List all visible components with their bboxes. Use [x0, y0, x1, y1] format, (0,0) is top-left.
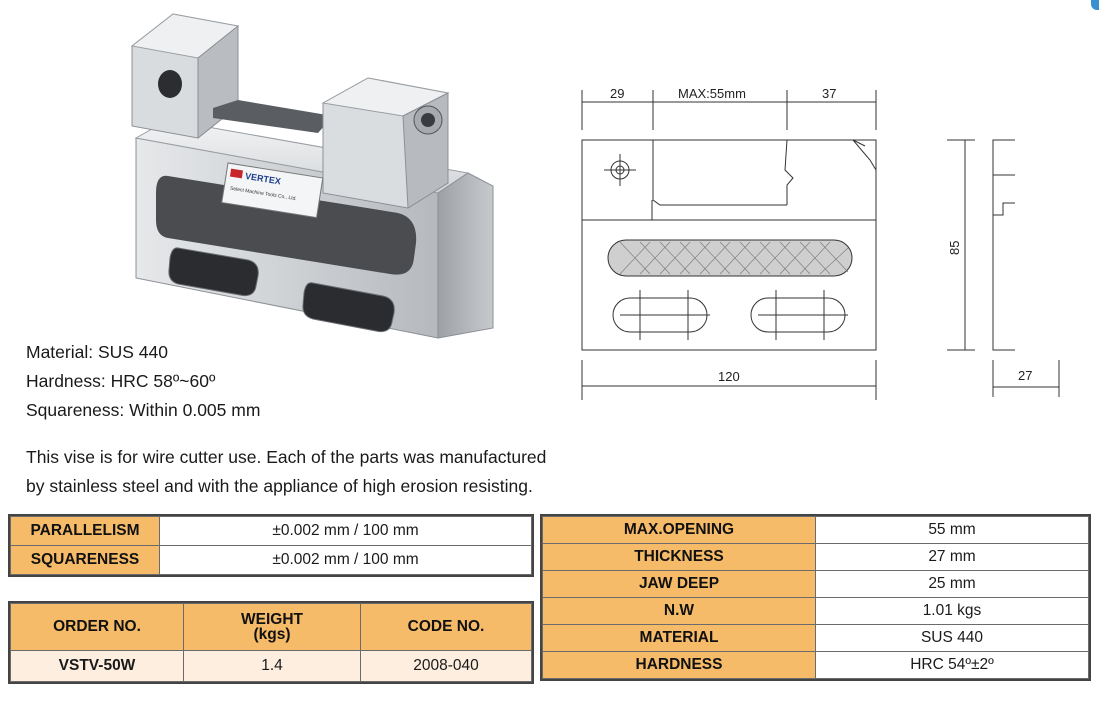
spec-list: Material: SUS 440 Hardness: HRC 58º~60º … — [26, 338, 260, 425]
table-row: HARDNESS HRC 54º±2º — [542, 651, 1089, 679]
table-row: SQUARENESS ±0.002 mm / 100 mm — [10, 545, 532, 575]
dim-max-label: MAX:55mm — [678, 86, 746, 101]
table-row: MAX.OPENING 55 mm — [542, 516, 1089, 544]
header-weight-line1: WEIGHT — [241, 611, 303, 628]
spec-material: Material: SUS 440 — [26, 342, 169, 362]
parallelism-value: ±0.002 mm / 100 mm — [159, 516, 532, 546]
table-row: VSTV-50W 1.4 2008-040 — [10, 650, 532, 682]
table-row: N.W 1.01 kgs — [542, 597, 1089, 625]
tolerance-table: PARALLELISM ±0.002 mm / 100 mm SQUARENES… — [8, 514, 534, 577]
parallelism-label: PARALLELISM — [10, 516, 160, 546]
vise-product-image: VERTEX Select Machine Tools Co., Ltd. — [130, 13, 494, 339]
side-width-dimension: 27 — [992, 360, 1060, 397]
table-header-row: ORDER NO. WEIGHT (kgs) CODE NO. — [10, 603, 532, 651]
spec-value: SUS 440 — [815, 624, 1089, 652]
squareness-value: ±0.002 mm / 100 mm — [159, 545, 532, 575]
spec-label: MAX.OPENING — [542, 516, 816, 544]
front-view-drawing: 29 MAX:55mm 37 120 — [581, 86, 877, 400]
spec-label: MATERIAL — [542, 624, 816, 652]
dim-left-label: 29 — [610, 86, 624, 101]
spec-hardness: Hardness: HRC 58º~60º — [26, 371, 216, 391]
table-row: MATERIAL SUS 440 — [542, 624, 1089, 652]
spec-table: MAX.OPENING 55 mm THICKNESS 27 mm JAW DE… — [540, 514, 1091, 681]
spec-value: HRC 54º±2º — [815, 651, 1089, 679]
header-code-no: CODE NO. — [360, 603, 532, 651]
spec-label: HARDNESS — [542, 651, 816, 679]
table-row: PARALLELISM ±0.002 mm / 100 mm — [10, 516, 532, 546]
order-table: ORDER NO. WEIGHT (kgs) CODE NO. VSTV-50W… — [8, 601, 534, 684]
spec-label: THICKNESS — [542, 543, 816, 571]
spec-value: 25 mm — [815, 570, 1089, 598]
table-row: JAW DEEP 25 mm — [542, 570, 1089, 598]
side-view-drawing: 85 — [947, 139, 1015, 351]
spec-value: 27 mm — [815, 543, 1089, 571]
table-row: THICKNESS 27 mm — [542, 543, 1089, 571]
description: This vise is for wire cutter use. Each o… — [26, 443, 546, 501]
spec-label: N.W — [542, 597, 816, 625]
header-weight: WEIGHT (kgs) — [183, 603, 361, 651]
spec-squareness: Squareness: Within 0.005 mm — [26, 400, 261, 420]
corner-accent — [1091, 0, 1099, 10]
spec-value: 1.01 kgs — [815, 597, 1089, 625]
header-weight-line2: (kgs) — [253, 626, 291, 643]
order-no-value: VSTV-50W — [10, 650, 184, 682]
weight-value: 1.4 — [183, 650, 361, 682]
dim-length-label: 120 — [718, 369, 740, 384]
code-no-value: 2008-040 — [360, 650, 532, 682]
dim-width-label: 27 — [1018, 368, 1032, 383]
spec-value: 55 mm — [815, 516, 1089, 544]
description-line-2: by stainless steel and with the applianc… — [26, 476, 533, 496]
description-line-1: This vise is for wire cutter use. Each o… — [26, 447, 547, 467]
spec-label: JAW DEEP — [542, 570, 816, 598]
dim-height-label: 85 — [947, 241, 962, 255]
dim-right-label: 37 — [822, 86, 836, 101]
header-order-no: ORDER NO. — [10, 603, 184, 651]
squareness-label: SQUARENESS — [10, 545, 160, 575]
